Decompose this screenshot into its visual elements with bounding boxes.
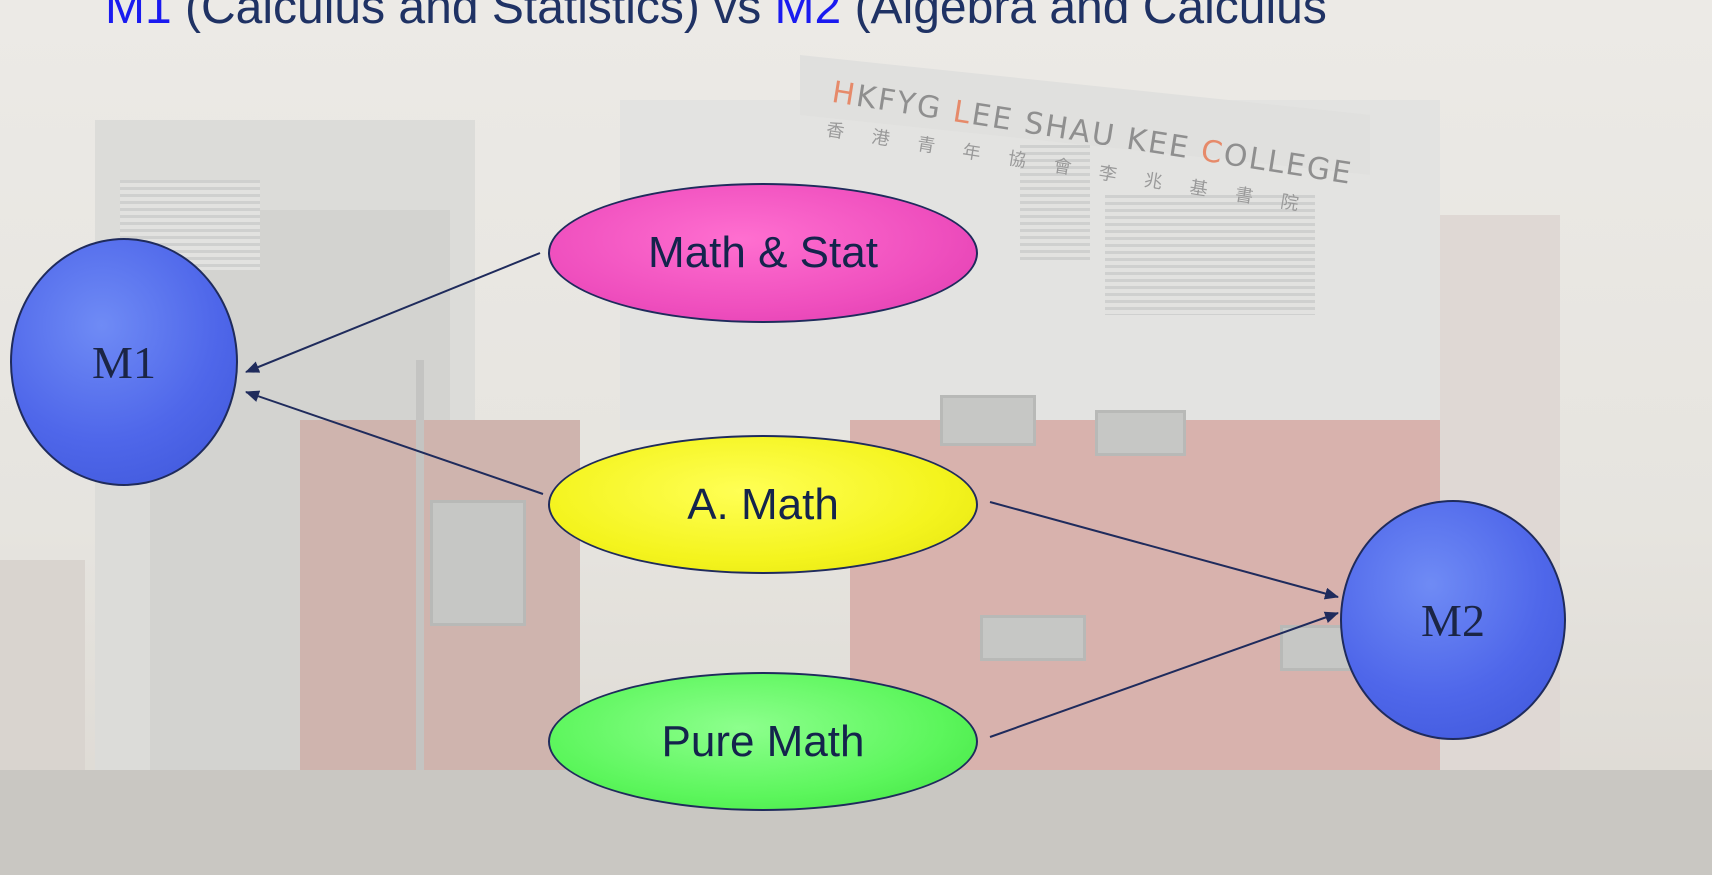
arrow-a-math-to-m1: [245, 390, 544, 495]
title-m1: M1: [105, 0, 172, 34]
node-a-math: A. Math: [548, 435, 978, 574]
node-m2-label: M2: [1421, 594, 1485, 646]
node-math-and-stat: Math & Stat: [548, 183, 978, 323]
arrow-math-stat-to-m1: [245, 252, 541, 373]
node-m2: M2: [1340, 500, 1566, 740]
slide-title: M1 (Calculus and Statistics) vs M2 (Alge…: [105, 0, 1327, 35]
arrow-pure-math-to-m2: [989, 611, 1339, 738]
node-math-and-stat-label: Math & Stat: [648, 228, 878, 277]
node-a-math-label: A. Math: [687, 479, 839, 529]
title-m1-description: (Calculus and Statistics) vs: [171, 0, 775, 34]
arrow-a-math-to-m2: [989, 501, 1339, 600]
node-pure-math: Pure Math: [548, 672, 978, 811]
title-m2: M2: [774, 0, 842, 34]
node-pure-math-label: Pure Math: [661, 716, 865, 766]
title-m2-description: (Algebra and Calculus: [841, 0, 1327, 34]
node-m1-label: M1: [92, 336, 156, 388]
node-m1: M1: [10, 238, 238, 486]
